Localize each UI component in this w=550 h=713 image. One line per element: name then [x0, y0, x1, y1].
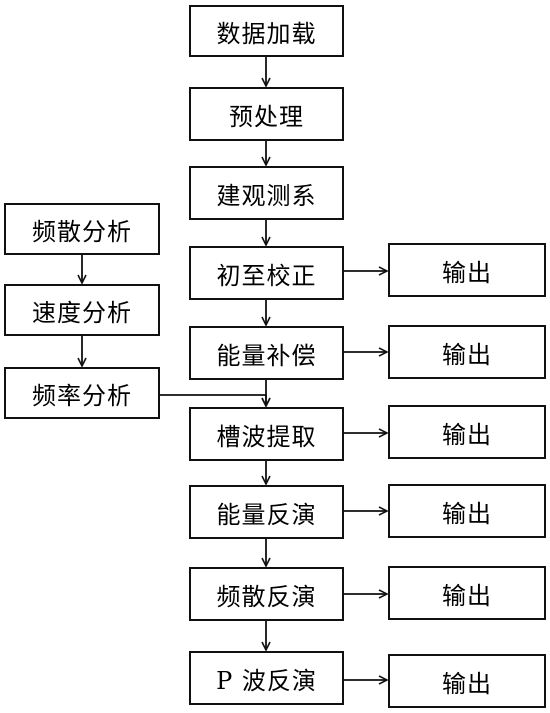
side-frequency-analysis: 频率分析	[4, 367, 160, 419]
step-dispersion-inversion: 频散反演	[189, 567, 344, 621]
step-preprocess: 预处理	[189, 87, 344, 141]
side-velocity-analysis: 速度分析	[4, 284, 160, 336]
step-build-geometry: 建观测系	[189, 166, 344, 220]
output-energy-inversion: 输出	[388, 484, 546, 538]
step-p-wave-inversion: P 波反演	[189, 651, 344, 705]
step-channel-wave-extraction: 槽波提取	[189, 407, 344, 461]
output-energy-compensation: 输出	[388, 325, 546, 379]
step-first-break-correction: 初至校正	[189, 246, 344, 300]
arrow-frequency-to-extract	[160, 394, 266, 406]
step-energy-compensation: 能量补偿	[189, 326, 344, 380]
output-channel-wave: 输出	[388, 405, 546, 459]
output-p-wave-inversion: 输出	[388, 654, 546, 708]
output-dispersion-inversion: 输出	[388, 566, 546, 620]
step-energy-inversion: 能量反演	[189, 485, 344, 539]
side-dispersion-analysis: 频散分析	[4, 203, 160, 255]
output-first-break: 输出	[388, 243, 546, 297]
step-data-load: 数据加载	[189, 5, 344, 57]
